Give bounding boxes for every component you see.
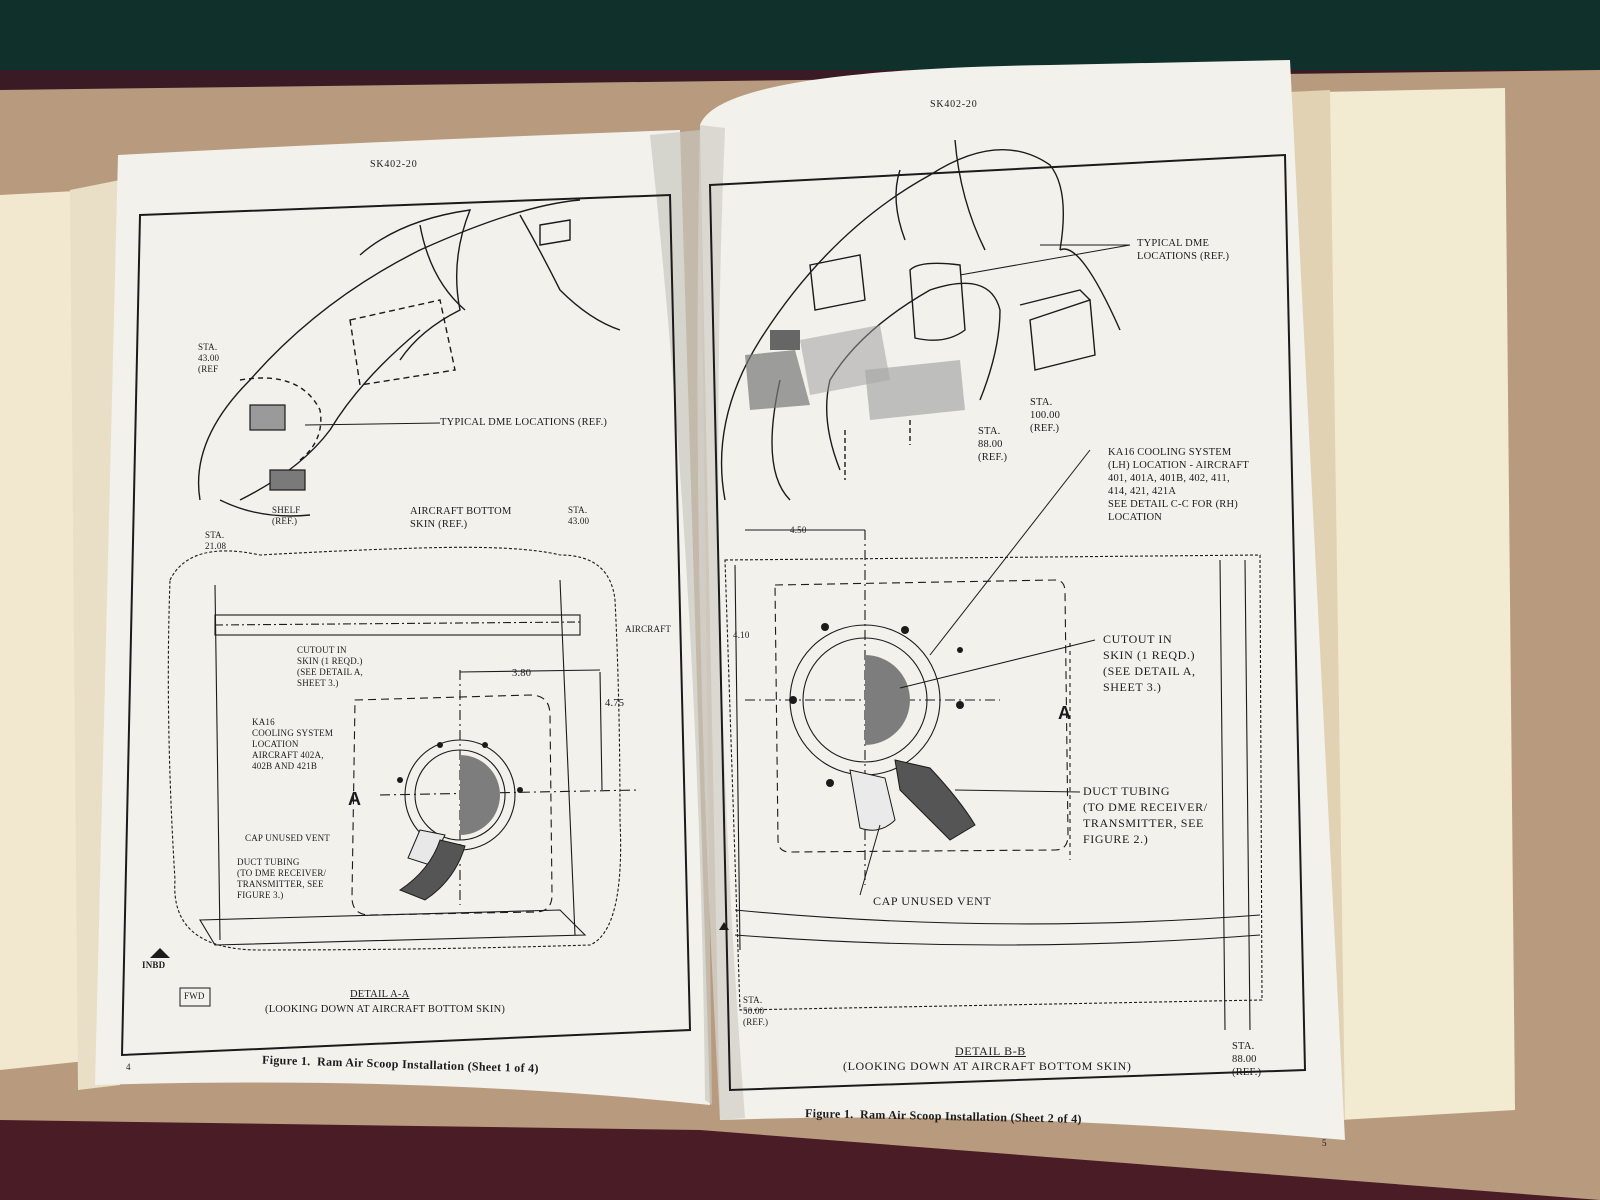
left-sta-43-top-label: STA. 43.00 — [568, 505, 590, 526]
right-sta-100-label: STA. 100.00 (REF.) — [1030, 397, 1061, 434]
right-page-number: 5 — [1322, 1138, 1327, 1148]
left-cutout-label: CUTOUT IN SKIN (1 REQD.) (SEE DETAIL A, … — [297, 645, 363, 688]
right-ka16-label: KA16 COOLING SYSTEM (LH) LOCATION - AIRC… — [1108, 447, 1250, 523]
left-vent-tubes — [398, 829, 466, 901]
right-dim-450: 4.50 — [790, 525, 807, 535]
right-typical-dme-label: TYPICAL DME LOCATIONS (REF.) — [1137, 238, 1230, 262]
right-leader-lines — [929, 244, 1131, 656]
left-duct-label: DUCT TUBING (TO DME RECEIVER/ TRANSMITTE… — [237, 857, 327, 900]
right-detail-title: DETAIL B-B — [955, 1044, 1026, 1058]
right-border-frame — [708, 153, 1307, 1092]
left-dim-475: 4.75 — [605, 698, 625, 709]
right-dim-410: 4.10 — [733, 630, 750, 640]
left-detail-title: DETAIL A-A — [350, 989, 410, 1000]
left-dme-boxes — [249, 404, 306, 491]
dark-lower-edge — [0, 1120, 1600, 1200]
right-sta-bottom-left-label: STA. 50.00 (REF.) — [743, 995, 769, 1027]
right-page — [700, 60, 1345, 1140]
right-view-a-label: A — [1058, 703, 1072, 723]
left-sta-43-label: STA. 43.00 (REF — [198, 342, 220, 374]
left-cap-unused-label: CAP UNUSED VENT — [245, 833, 331, 843]
rivet-markers — [397, 623, 964, 793]
left-shelf-label: SHELF (REF.) — [272, 505, 301, 526]
left-aircraft-nose-sketch — [197, 199, 621, 517]
left-inbd-label: INBD — [142, 960, 166, 970]
right-cap-unused-label: CAP UNUSED VENT — [873, 894, 992, 908]
right-duct-label: DUCT TUBING (TO DME RECEIVER/ TRANSMITTE… — [1083, 784, 1208, 846]
left-aircraft-cl-label: AIRCRAFT — [625, 624, 672, 634]
left-border-frame — [120, 193, 692, 1057]
right-page-gutter-shade — [697, 125, 745, 1120]
inbd-arrow-icon — [150, 948, 170, 958]
left-page-gutter-shade — [650, 130, 712, 1105]
right-detail-subtitle: (LOOKING DOWN AT AIRCRAFT BOTTOM SKIN) — [843, 1059, 1132, 1073]
left-cutout-hatch — [460, 755, 500, 835]
left-ka16-label: KA16 COOLING SYSTEM LOCATION AIRCRAFT 40… — [252, 717, 334, 771]
right-cutout-hatch — [865, 655, 910, 745]
dark-top-strip — [0, 0, 1600, 70]
left-typical-dme-label: TYPICAL DME LOCATIONS (REF.) — [440, 417, 608, 428]
inbd-arrow-right-icon — [719, 922, 729, 930]
left-aircraft-bottom-label: AIRCRAFT BOTTOM SKIN (REF.) — [410, 506, 512, 530]
right-shaded-areas — [745, 325, 965, 420]
left-page-header: SK402-20 — [370, 159, 418, 170]
left-view-a-label: A — [348, 789, 362, 809]
left-page — [95, 130, 710, 1105]
right-label-leaders — [859, 639, 1096, 896]
right-page-header: SK402-20 — [930, 99, 978, 110]
left-detail-subtitle: (LOOKING DOWN AT AIRCRAFT BOTTOM SKIN) — [265, 1004, 506, 1015]
left-dim-380: 3.80 — [512, 668, 532, 679]
left-page-number: 4 — [126, 1062, 131, 1072]
right-sta-88-bottom-label: STA. 88.00 (REF.) — [1232, 1041, 1262, 1078]
right-cutout-label: CUTOUT IN SKIN (1 REQD.) (SEE DETAIL A, … — [1103, 632, 1196, 694]
right-vent-tubes — [849, 759, 976, 841]
left-detail-aa — [167, 546, 641, 951]
fwd-box — [179, 987, 211, 1007]
right-aircraft-nose-sketch — [720, 139, 1121, 501]
left-fwd-label: FWD — [184, 991, 205, 1001]
right-cream-panel — [1320, 88, 1515, 1120]
left-sta-21-label: STA. 21.08 — [205, 530, 227, 551]
right-sta-88-label: STA. 88.00 (REF.) — [978, 426, 1008, 463]
left-cream-panel — [0, 190, 95, 1070]
